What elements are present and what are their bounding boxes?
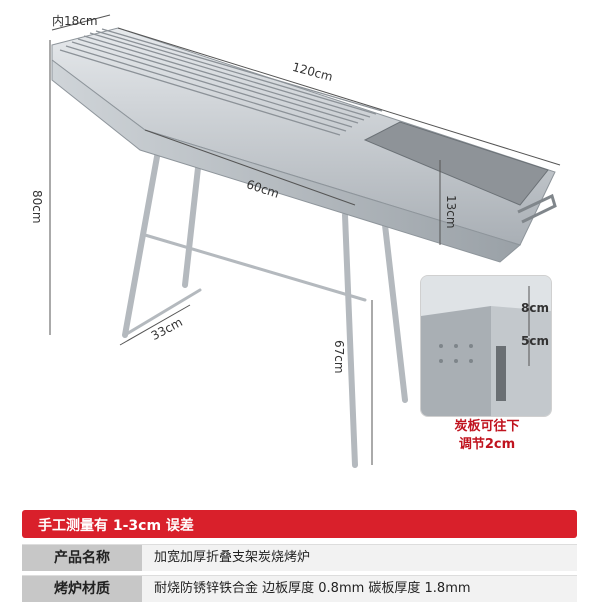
grill-body — [51, 27, 557, 263]
tray-detail-inset: 8cm 5cm — [420, 275, 552, 417]
dimension-inner-width: 内18cm — [52, 14, 98, 28]
spec-value: 耐烧防锈锌铁合金 边板厚度 0.8mm 碳板厚度 1.8mm — [154, 581, 471, 596]
measurement-notice-text: 手工测量有 1-3cm 误差 — [38, 518, 194, 534]
spec-label: 产品名称 — [22, 545, 142, 571]
grill-legs — [122, 137, 408, 468]
dimension-leg-height: 67cm — [332, 340, 346, 374]
measurement-notice-banner: 手工测量有 1-3cm 误差 — [22, 510, 577, 538]
spec-row-product-name: 产品名称 加宽加厚折叠支架炭烧烤炉 — [22, 544, 577, 571]
spec-row-material: 烤炉材质 耐烧防锈锌铁合金 边板厚度 0.8mm 碳板厚度 1.8mm — [22, 575, 577, 602]
product-photo — [49, 14, 561, 468]
dimension-box-height: 13cm — [444, 195, 458, 229]
inset-dimension-bottom: 5cm — [521, 334, 549, 348]
inset-caption: 炭板可往下 调节2cm — [432, 418, 542, 454]
spec-value: 加宽加厚折叠支架炭烧烤炉 — [154, 550, 311, 565]
inset-caption-line2: 调节2cm — [458, 437, 516, 452]
spec-label: 烤炉材质 — [22, 576, 142, 602]
inset-caption-line1: 炭板可往下 — [454, 419, 520, 434]
inset-dimension-top: 8cm — [521, 301, 549, 315]
dimension-height: 80cm — [30, 190, 44, 224]
